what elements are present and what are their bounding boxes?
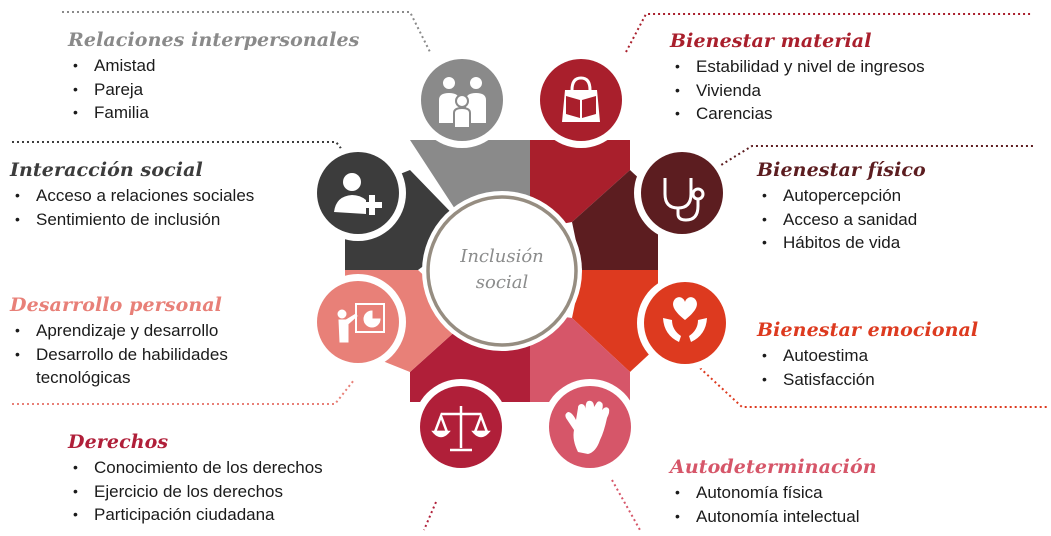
section-title-autodeterminacion: Autodeterminación — [670, 456, 877, 478]
shopping-bag-book-icon — [562, 76, 600, 122]
list-item: Autopercepción — [757, 184, 926, 208]
center-label-line1: Inclusión — [459, 246, 544, 267]
hand-print-icon — [565, 400, 610, 454]
section-title-material: Bienestar material — [670, 30, 872, 52]
list-derechos: Conocimiento de los derechos Ejercicio d… — [68, 456, 323, 527]
icon-circle-autodeterminacion — [542, 379, 638, 475]
list-relaciones: Amistad Pareja Familia — [68, 54, 359, 125]
list-emocional: Autoestima Satisfacción — [757, 344, 978, 391]
icon-circle-material — [533, 52, 629, 148]
wedge-autodeterminacion — [530, 312, 630, 402]
section-title-interaccion: Interacción social — [10, 159, 203, 181]
list-item: Conocimiento de los derechos — [68, 456, 323, 480]
connector-material — [625, 13, 1032, 53]
wedge-emocional — [572, 270, 658, 372]
list-item: Acceso a relaciones sociales — [10, 184, 270, 208]
list-item: Carencias — [670, 102, 925, 126]
list-item: Autoestima — [757, 344, 978, 368]
section-interaccion: Interacción social Acceso a relaciones s… — [10, 158, 270, 231]
section-autodeterminacion: Autodeterminación Autonomía física Auton… — [670, 455, 877, 528]
family-icon — [437, 75, 488, 129]
icon-circle-emocional — [637, 275, 733, 371]
center-ring — [426, 195, 578, 347]
section-title-derechos: Derechos — [68, 431, 169, 453]
list-autodeterminacion: Autonomía física Autonomía intelectual — [670, 481, 877, 528]
list-item: Aprendizaje y desarrollo — [10, 319, 295, 343]
section-emocional: Bienestar emocional Autoestima Satisfacc… — [757, 318, 978, 391]
section-relaciones: Relaciones interpersonales Amistad Parej… — [68, 28, 359, 125]
list-item: Autonomía intelectual — [670, 505, 877, 529]
section-fisico: Bienestar físico Autopercepción Acceso a… — [757, 158, 926, 255]
list-item: Participación ciudadana — [68, 503, 323, 527]
person-plus-icon — [334, 173, 382, 215]
list-item: Vivienda — [670, 79, 925, 103]
section-title-emocional: Bienestar emocional — [757, 319, 979, 341]
connector-derechos — [423, 501, 437, 531]
list-fisico: Autopercepción Acceso a sanidad Hábitos … — [757, 184, 926, 255]
list-item: Acceso a sanidad — [757, 208, 926, 232]
icon-circle-interaccion — [310, 145, 406, 241]
list-item: Pareja — [68, 78, 359, 102]
section-title-desarrollo: Desarrollo personal — [10, 294, 222, 316]
scales-icon — [431, 406, 491, 452]
list-interaccion: Acceso a relaciones sociales Sentimiento… — [10, 184, 270, 231]
icon-circle-desarrollo — [310, 274, 406, 370]
wedge-material — [530, 140, 630, 230]
icon-circle-fisico — [634, 145, 730, 241]
section-desarrollo: Desarrollo personal Aprendizaje y desarr… — [10, 293, 295, 390]
section-material: Bienestar material Estabilidad y nivel d… — [670, 29, 925, 126]
icon-circle-derechos — [413, 379, 509, 475]
presentation-icon — [337, 303, 385, 343]
list-item: Hábitos de vida — [757, 231, 926, 255]
list-item: Ejercicio de los derechos — [68, 480, 323, 504]
section-derechos: Derechos Conocimiento de los derechos Ej… — [68, 430, 323, 527]
list-item: Amistad — [68, 54, 359, 78]
icon-circle-relaciones — [414, 52, 510, 148]
stethoscope-icon — [663, 178, 705, 222]
heart-hands-icon — [663, 297, 707, 342]
list-item: Sentimiento de inclusión — [10, 208, 270, 232]
center-label-line2: social — [476, 272, 529, 293]
section-title-relaciones: Relaciones interpersonales — [68, 29, 360, 51]
list-material: Estabilidad y nivel de ingresos Vivienda… — [670, 55, 925, 126]
list-desarrollo: Aprendizaje y desarrollo Desarrollo de h… — [10, 319, 295, 390]
connector-autodeterminacion — [611, 479, 641, 531]
list-item: Satisfacción — [757, 368, 978, 392]
list-item: Autonomía física — [670, 481, 877, 505]
section-title-fisico: Bienestar físico — [757, 159, 926, 181]
list-item: Estabilidad y nivel de ingresos — [670, 55, 925, 79]
connector-relaciones — [62, 11, 431, 53]
list-item: Familia — [68, 101, 359, 125]
connector-emocional — [699, 367, 1049, 408]
list-item: Desarrollo de habilidades tecnológicas — [10, 343, 295, 390]
